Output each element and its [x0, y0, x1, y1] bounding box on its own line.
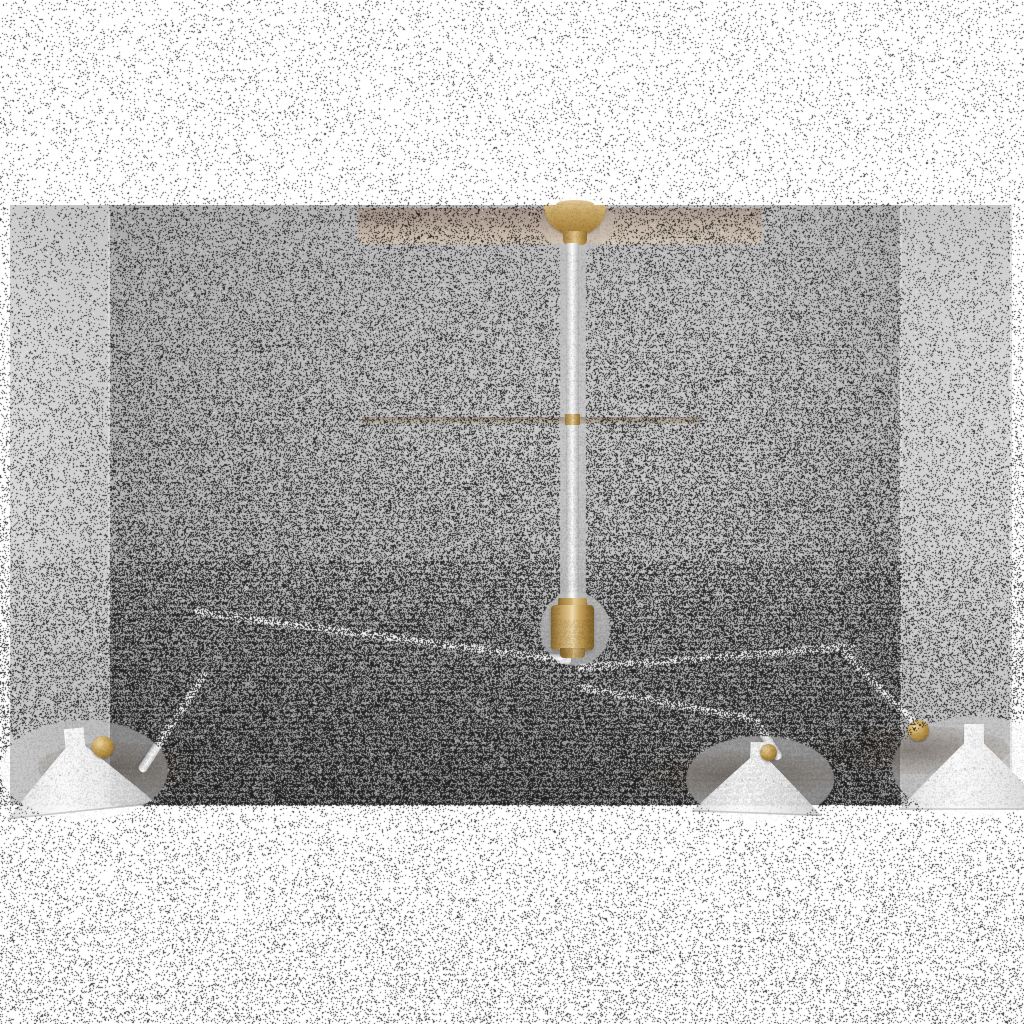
joint-center	[760, 744, 777, 761]
shade-left	[0, 720, 158, 821]
hub-foot	[560, 648, 585, 658]
central-hub	[551, 605, 594, 650]
arm-right-long-segment-2	[838, 646, 925, 733]
arm-center-short-segment-1	[575, 681, 756, 724]
arm-right-long-segment-1	[577, 641, 856, 673]
center-stem	[566, 243, 579, 615]
shade-center-cone	[691, 741, 822, 817]
arm-left-segment-1	[193, 605, 572, 665]
shade-center	[691, 740, 826, 819]
stem-brass-band	[565, 414, 580, 425]
joint-left	[92, 736, 114, 758]
joint-right	[908, 720, 929, 741]
